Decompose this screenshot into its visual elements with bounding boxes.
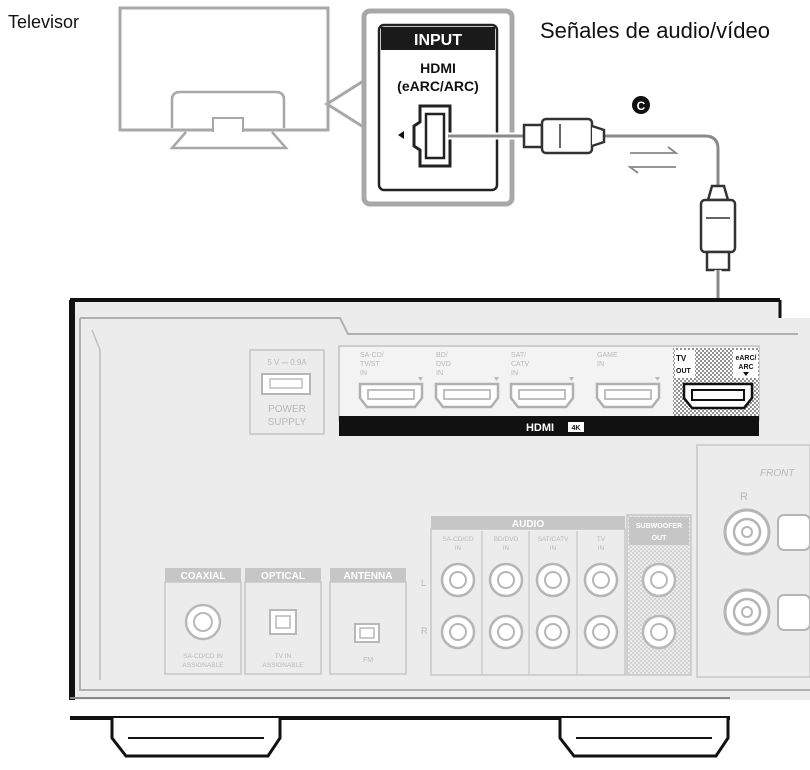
hdmi-input-port: SAT/CATV IN [509, 352, 575, 409]
bidirectional-arrows-icon [627, 146, 679, 174]
earc-label: (eARC/ARC) [397, 78, 479, 94]
svg-text:CATV: CATV [511, 361, 529, 368]
av-receiver-rear-panel: 5 V ⎓ 0.9A POWER SUPPLY HDMI 4K SA-CD/TV… [69, 298, 810, 758]
svg-text:TV: TV [597, 536, 606, 543]
svg-text:eARC/: eARC/ [735, 355, 756, 362]
svg-text:POWER: POWER [268, 404, 306, 415]
svg-text:COAXIAL: COAXIAL [181, 571, 226, 582]
svg-text:OUT: OUT [676, 368, 692, 375]
tv-input-panel: INPUT HDMI (eARC/ARC) [361, 8, 515, 207]
power-supply-port: 5 V ⎓ 0.9A POWER SUPPLY [249, 349, 325, 435]
callout-c-badge: C [632, 96, 650, 114]
svg-text:SA-CD/CD: SA-CD/CD [442, 536, 474, 543]
svg-text:FM: FM [363, 657, 373, 664]
svg-text:5 V ⎓ 0.9A: 5 V ⎓ 0.9A [267, 358, 307, 367]
hdmi-label: HDMI [420, 60, 456, 76]
svg-text:IN: IN [436, 370, 443, 377]
hdmi-input-port: SA-CD/TV/ST IN [358, 352, 424, 409]
svg-text:SA-CD/: SA-CD/ [360, 352, 384, 359]
cable-plug-receiver [699, 184, 737, 272]
audio-input-section: AUDIO [430, 516, 626, 676]
svg-text:ANTENNA: ANTENNA [344, 571, 393, 582]
svg-text:ASSIGNABLE: ASSIGNABLE [182, 662, 224, 669]
port-arrow-icon [398, 131, 404, 139]
input-label: INPUT [414, 32, 462, 49]
tv-illustration [118, 6, 369, 150]
svg-text:SAT/: SAT/ [511, 352, 526, 359]
subwoofer-out: SUBWOOFER OUT [626, 514, 692, 676]
tv-label: Televisor [8, 12, 79, 32]
hdmi-cable [448, 117, 737, 394]
svg-text:DVD: DVD [436, 361, 451, 368]
audio-rca-jack-pair: TV IN [576, 531, 619, 675]
svg-text:SUPPLY: SUPPLY [268, 417, 307, 428]
cable-plug-tv [522, 117, 606, 155]
svg-text:ARC: ARC [738, 364, 753, 371]
svg-text:OUT: OUT [652, 535, 668, 542]
svg-text:OPTICAL: OPTICAL [261, 571, 305, 582]
svg-text:R: R [740, 491, 748, 503]
audio-rca-jack-pair: BD/DVD IN [481, 531, 524, 675]
front-speaker-terminals: FRONT R [696, 444, 810, 678]
svg-text:C: C [637, 99, 646, 113]
svg-text:IN: IN [455, 545, 462, 552]
svg-text:IN: IN [550, 545, 557, 552]
svg-text:TV: TV [676, 354, 687, 363]
svg-text:SAT/CATV: SAT/CATV [538, 536, 569, 543]
svg-text:FRONT: FRONT [760, 468, 795, 479]
hdmi-bar-label: HDMI [526, 422, 554, 434]
svg-text:IN: IN [597, 361, 604, 368]
audio-label: AUDIO [512, 519, 544, 530]
coaxial-input: COAXIAL SA-CD/CD IN ASSIGNABLE [164, 568, 242, 675]
tv-hdmi-port-icon [412, 104, 452, 168]
optical-input: OPTICAL TV IN ASSIGNABLE [244, 568, 322, 675]
svg-text:IN: IN [360, 370, 367, 377]
hdmi-input-port: BD/DVD IN [434, 352, 500, 409]
svg-text:SUBWOOFER: SUBWOOFER [636, 523, 682, 530]
tv-out-earc-port: TV OUT eARC/ ARC [673, 348, 759, 416]
svg-text:IN: IN [511, 370, 518, 377]
left-channel-label: L [421, 578, 426, 588]
svg-text:TV IN: TV IN [275, 653, 292, 660]
svg-text:TV/ST: TV/ST [360, 361, 381, 368]
audio-rca-jack-pair: SAT/CATV IN [528, 531, 571, 675]
svg-text:SA-CD/CD IN: SA-CD/CD IN [183, 653, 223, 660]
antenna-input: ANTENNA FM [329, 568, 407, 675]
hdmi-4k-badge: 4K [572, 425, 581, 432]
signals-label: Señales de audio/vídeo [540, 18, 770, 43]
right-channel-label: R [421, 626, 428, 636]
svg-text:ASSIGNABLE: ASSIGNABLE [262, 662, 304, 669]
audio-rca-jack-pair: SA-CD/CD IN [440, 536, 476, 650]
svg-text:IN: IN [598, 545, 605, 552]
svg-text:IN: IN [503, 545, 510, 552]
hdmi-input-port: GAME IN [595, 352, 661, 409]
svg-text:BD/DVD: BD/DVD [494, 536, 519, 543]
svg-text:GAME: GAME [597, 352, 618, 359]
svg-text:BD/: BD/ [436, 352, 448, 359]
